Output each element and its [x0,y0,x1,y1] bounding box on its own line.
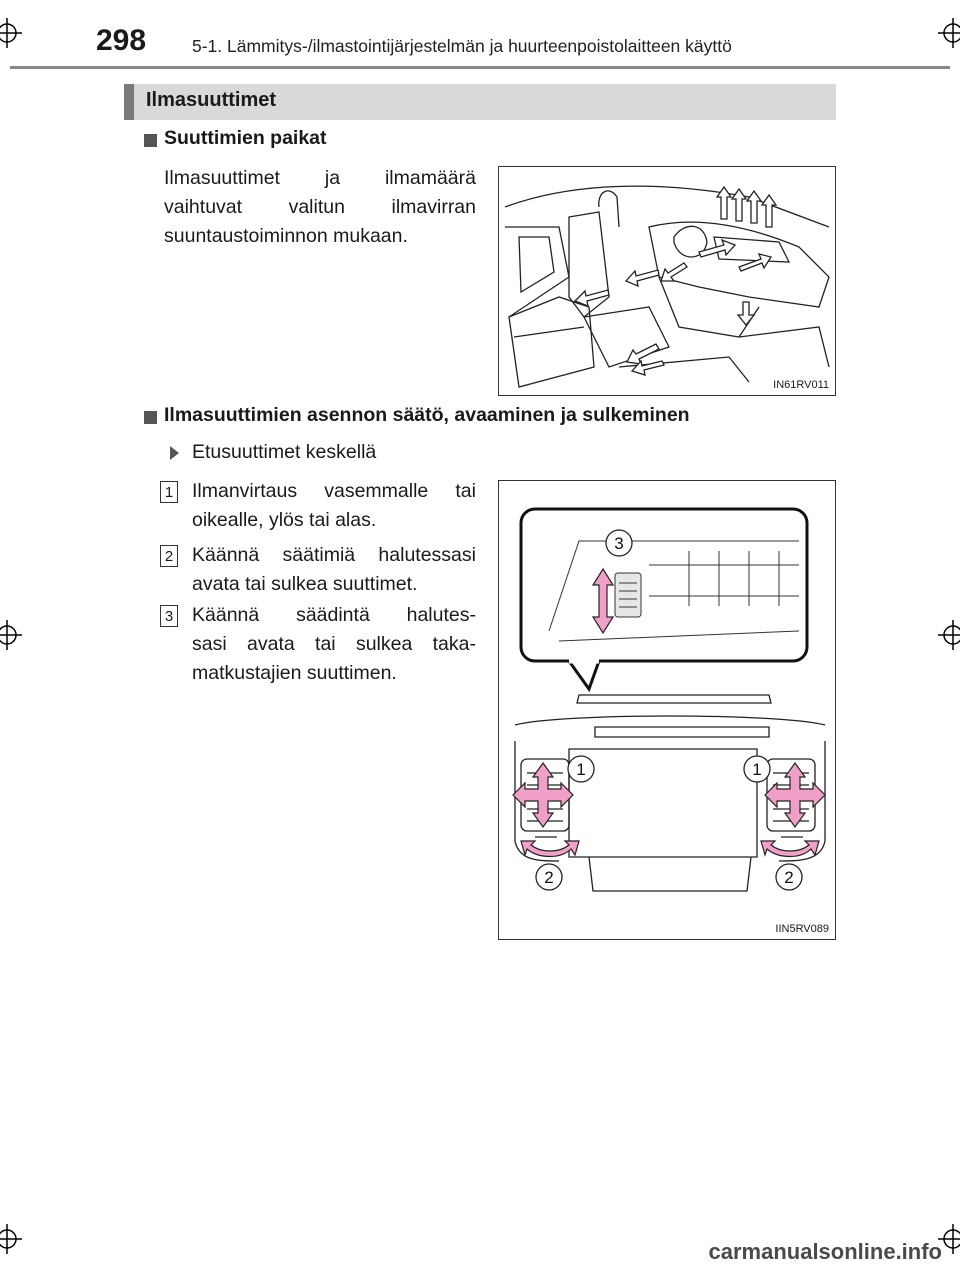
triangle-bullet-icon [170,446,179,460]
center-vents-illustration: 1 1 2 2 3 [512,507,826,892]
crop-mark-bottom-right [938,1224,960,1254]
step-number-1: 1 [160,481,178,503]
callout-1-right-label: 1 [752,760,761,779]
step-line: Ilmanvirtaus vasemmalle tai [192,480,476,502]
subsection-heading-adjust: Ilmasuuttimien asennon säätö, avaaminen … [164,404,690,426]
figure-code-2: IIN5RV089 [775,923,829,935]
callout-1-right-circle [743,755,771,783]
crop-mark-bottom-left [0,1224,22,1254]
section-header-accent [124,84,134,120]
header-rule [10,66,950,69]
section-header-bar [124,84,836,120]
square-bullet-icon [144,134,157,147]
paragraph-line: Ilmasuuttimet ja ilmamäärä [164,167,476,189]
crop-mark-top-right [938,18,960,48]
callout-2-left-label: 2 [544,868,553,887]
step-number-3: 3 [160,605,178,627]
locations-paragraph: Ilmasuuttimet ja ilmamäärä vaihtuvat val… [164,164,476,251]
step-line: matkustajien suuttimen. [192,662,397,684]
step-number-2: 2 [160,545,178,567]
sub-item-front-center-vents: Etusuuttimet keskellä [192,441,377,463]
step-line: sasi avata tai sulkea taka- [192,633,476,655]
step-line: Käännä säädintä halutes- [192,604,476,626]
step-line: oikealle, ylös tai alas. [192,509,377,531]
paragraph-line: suuntaustoiminnon mukaan. [164,225,408,247]
callout-1-left-circle [567,755,595,783]
vent-locations-figure: IN61RV011 [498,166,836,396]
step-1-text: Ilmanvirtaus vasemmalle tai oikealle, yl… [192,477,476,535]
step-2-text: Käännä säätimiä halutessasi avata tai su… [192,541,476,599]
crop-mark-middle-right [938,620,960,650]
car-interior-illustration [504,185,830,388]
step-line: avata tai sulkea suuttimet. [192,573,418,595]
callout-2-left-circle [535,863,563,891]
watermark: carmanualsonline.info [708,1239,943,1264]
callout-3-label: 3 [614,534,623,553]
center-vents-figure: 1 1 2 2 3 IIN5RV089 [498,480,836,940]
square-bullet-icon [144,411,157,424]
chapter-title: 5-1. Lämmitys-/ilmastointijärjestelmän j… [192,36,732,56]
step-3-text: Käännä säädintä halutes- sasi avata tai … [192,601,476,688]
callout-2-right-label: 2 [784,868,793,887]
page-number: 298 [96,24,147,57]
callout-1-left-label: 1 [576,760,585,779]
section-title: Ilmasuuttimet [146,89,277,111]
callout-2-right-circle [775,863,803,891]
crop-mark-middle-left [0,620,22,650]
crop-mark-top-left [0,18,22,48]
step-line: Käännä säätimiä halutessasi [192,544,476,566]
figure-code-1: IN61RV011 [773,379,829,391]
paragraph-line: vaihtuvat valitun ilmavirran [164,196,476,218]
subsection-heading-locations: Suuttimien paikat [164,127,327,149]
callout-3-circle [605,529,633,557]
